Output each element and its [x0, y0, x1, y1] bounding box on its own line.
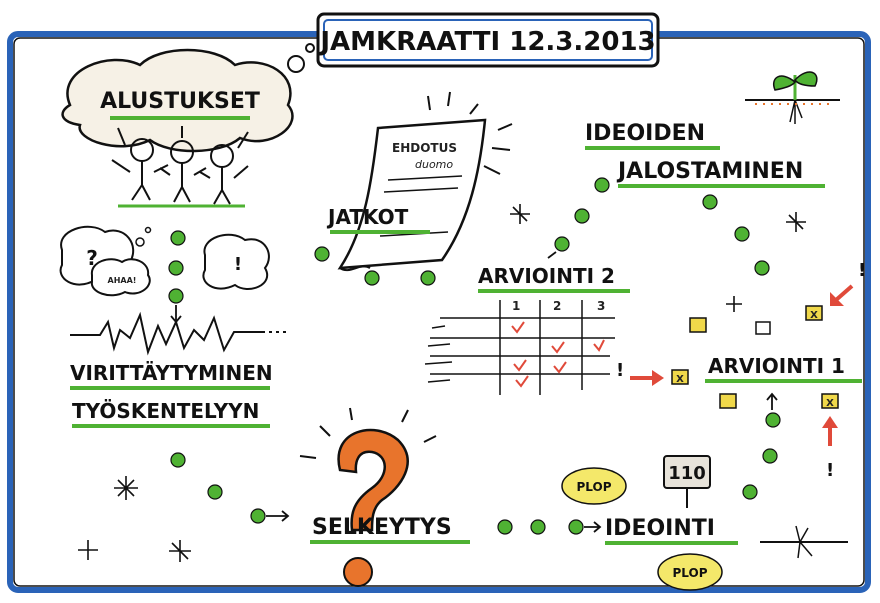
seedling-bottom-icon	[760, 525, 848, 559]
arviointi1-label: ARVIOINTI 1	[708, 354, 845, 378]
ideointi-block: IDEOINTI PLOP PLOP 110	[561, 455, 738, 591]
plop-top-text: PLOP	[576, 480, 611, 494]
x-mark-3: X	[826, 398, 834, 409]
col-3-label: 3	[597, 299, 605, 313]
red-arrow-diag	[834, 284, 854, 302]
sprout-icon	[745, 71, 840, 124]
x-mark-2: X	[676, 374, 684, 385]
ideointi-label: IDEOINTI	[605, 516, 715, 541]
path-arrows	[170, 251, 778, 533]
ideoiden-label: IDEOIDEN	[585, 121, 705, 146]
exclaim-topright: !	[858, 260, 866, 281]
question-mark-small: ?	[86, 246, 98, 270]
title-box: JAMKRAATTI 12.3.2013	[316, 12, 660, 68]
alustukset-cloud: ALUSTUKSET	[61, 43, 315, 153]
heartbeat-line	[70, 311, 290, 356]
plop-burst-bottom	[657, 553, 723, 591]
duomo-text: duomo	[415, 158, 453, 171]
exclaim-left: !	[616, 360, 624, 381]
ehdotus-text: EHDOTUS	[392, 141, 457, 155]
virittaytyminen-block: VIRITTÄYTYMINEN TYÖSKENTELYYN	[70, 361, 273, 428]
jatkot-label: JATKOT	[326, 205, 409, 229]
plop-bottom-text: PLOP	[672, 566, 707, 580]
x-box-3	[821, 393, 839, 409]
big-question-mark-icon	[299, 407, 437, 587]
exclaim-bottom: !	[826, 460, 834, 481]
green-dots-path	[168, 177, 781, 535]
aha-text: AHAA!	[108, 276, 137, 285]
x-mark-1: X	[810, 310, 818, 321]
alustukset-label: ALUSTUKSET	[100, 89, 260, 114]
selkeytys-label: SELKEYTYS	[312, 515, 452, 540]
jatkot-paper: EHDOTUS duomo JATKOT	[326, 91, 513, 272]
virittaytyminen-label: VIRITTÄYTYMINEN	[70, 361, 273, 385]
yellow-box-1	[689, 317, 707, 333]
x-box-2	[671, 369, 689, 385]
selkeytys-block: SELKEYTYS	[310, 515, 470, 544]
yellow-box-2	[755, 321, 771, 335]
ideoiden-jalostaminen-block: IDEOIDEN JALOSTAMINEN	[585, 121, 825, 188]
exclaim-cloud: !	[234, 254, 242, 275]
x-box-1	[805, 305, 823, 321]
thought-clouds: ? AHAA! !	[59, 225, 270, 297]
sign-number: 110	[668, 463, 706, 484]
col-1-label: 1	[512, 299, 520, 313]
yellow-box-3	[719, 393, 737, 409]
col-2-label: 2	[553, 299, 561, 313]
people-figures	[111, 126, 249, 208]
arviointi1-block: ARVIOINTI 1 X X X ! ! !	[616, 260, 866, 481]
jalostaminen-label: JALOSTAMINEN	[616, 159, 803, 184]
arviointi2-block: ARVIOINTI 2 1 2 3	[424, 264, 630, 395]
tyoskentelyyn-label: TYÖSKENTELYYN	[72, 399, 259, 423]
sparkles	[78, 204, 806, 562]
plop-burst-top	[561, 467, 627, 505]
arviointi2-label: ARVIOINTI 2	[478, 264, 615, 288]
page-title: JAMKRAATTI 12.3.2013	[318, 27, 655, 57]
